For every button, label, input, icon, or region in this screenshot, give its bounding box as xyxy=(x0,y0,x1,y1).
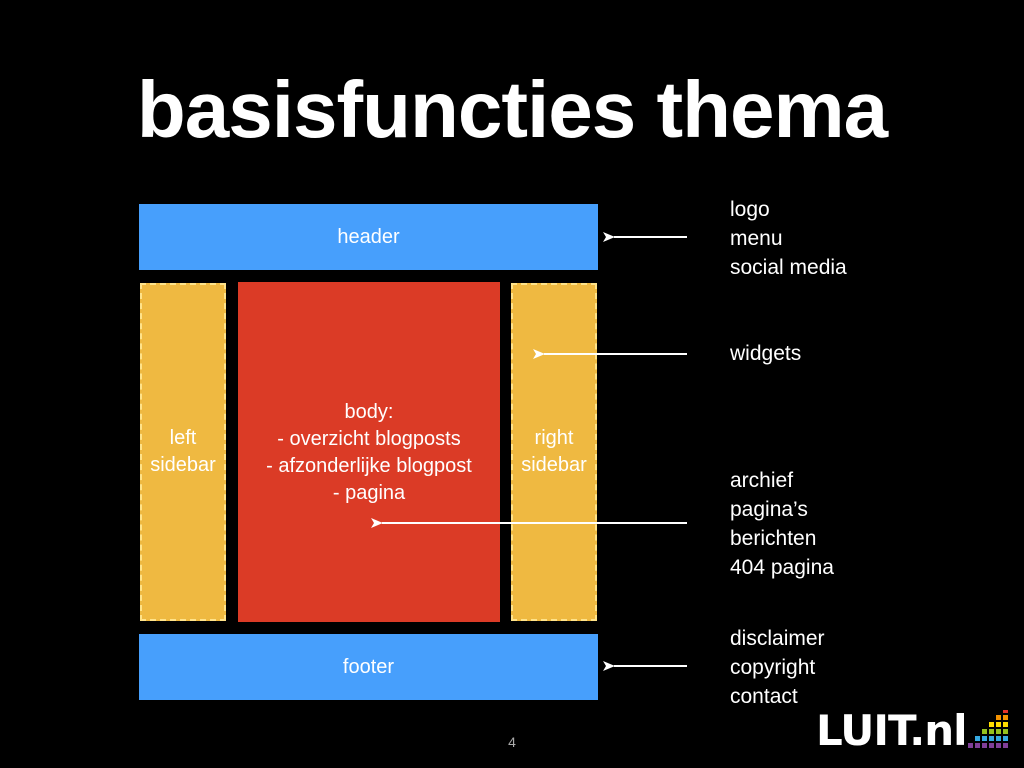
left-sidebar-label-line: sidebar xyxy=(150,454,216,476)
note-line: disclaimer xyxy=(730,627,825,650)
equalizer-square xyxy=(1003,729,1008,734)
header-box: header xyxy=(139,204,598,270)
equalizer-square xyxy=(1003,715,1008,720)
right-sidebar-label-line: sidebar xyxy=(521,454,587,476)
body-label-line: - afzonderlijke blogpost xyxy=(266,455,472,477)
equalizer-square xyxy=(982,736,987,741)
luit-logo: LUIT.nl xyxy=(816,710,1016,752)
equalizer-square xyxy=(1003,743,1008,748)
equalizer-square xyxy=(975,743,980,748)
equalizer-square xyxy=(968,743,973,748)
equalizer-square xyxy=(996,743,1001,748)
header-label: header xyxy=(337,225,400,248)
equalizer-square xyxy=(996,715,1001,720)
equalizer-square xyxy=(996,722,1001,727)
note-line: pagina’s xyxy=(730,498,808,521)
footer-label: footer xyxy=(342,655,395,678)
equalizer-bars-icon xyxy=(968,710,1008,748)
left-sidebar-label-line: left xyxy=(169,427,197,449)
page-number: 4 xyxy=(508,734,516,750)
sidebar-notes: widgets xyxy=(730,339,801,368)
equalizer-square xyxy=(982,729,987,734)
note-line: berichten xyxy=(730,527,817,550)
body-notes: archief pagina’s berichten 404 pagina xyxy=(730,466,834,582)
body-box: body: - overzicht blogposts - afzonderli… xyxy=(238,282,500,622)
note-line: 404 pagina xyxy=(730,556,834,579)
equalizer-square xyxy=(1003,722,1008,727)
note-line: menu xyxy=(730,227,783,250)
note-line: contact xyxy=(730,685,798,708)
footer-notes: disclaimer copyright contact xyxy=(730,624,825,711)
equalizer-square xyxy=(982,743,987,748)
body-label-line: - pagina xyxy=(332,482,406,504)
note-line: archief xyxy=(730,469,794,492)
equalizer-square xyxy=(989,736,994,741)
equalizer-square xyxy=(989,729,994,734)
equalizer-square xyxy=(996,736,1001,741)
equalizer-square xyxy=(989,743,994,748)
header-notes: logo menu social media xyxy=(730,195,847,282)
equalizer-square xyxy=(1003,736,1008,741)
equalizer-square xyxy=(975,736,980,741)
note-line: copyright xyxy=(730,656,816,679)
note-line: logo xyxy=(730,198,770,221)
logo-text: LUIT.nl xyxy=(816,706,968,755)
note-line: social media xyxy=(730,256,847,279)
left-sidebar-box: left sidebar xyxy=(140,283,226,621)
slide-title: basisfuncties thema xyxy=(136,65,888,154)
body-label-line: - overzicht blogposts xyxy=(277,428,461,450)
equalizer-square xyxy=(1003,710,1008,713)
body-label-line: body: xyxy=(344,401,394,423)
note-line: widgets xyxy=(730,342,802,365)
equalizer-square xyxy=(989,722,994,727)
equalizer-square xyxy=(996,729,1001,734)
right-sidebar-box: right sidebar xyxy=(511,283,597,621)
footer-box: footer xyxy=(139,634,598,700)
right-sidebar-label-line: right xyxy=(534,427,574,449)
